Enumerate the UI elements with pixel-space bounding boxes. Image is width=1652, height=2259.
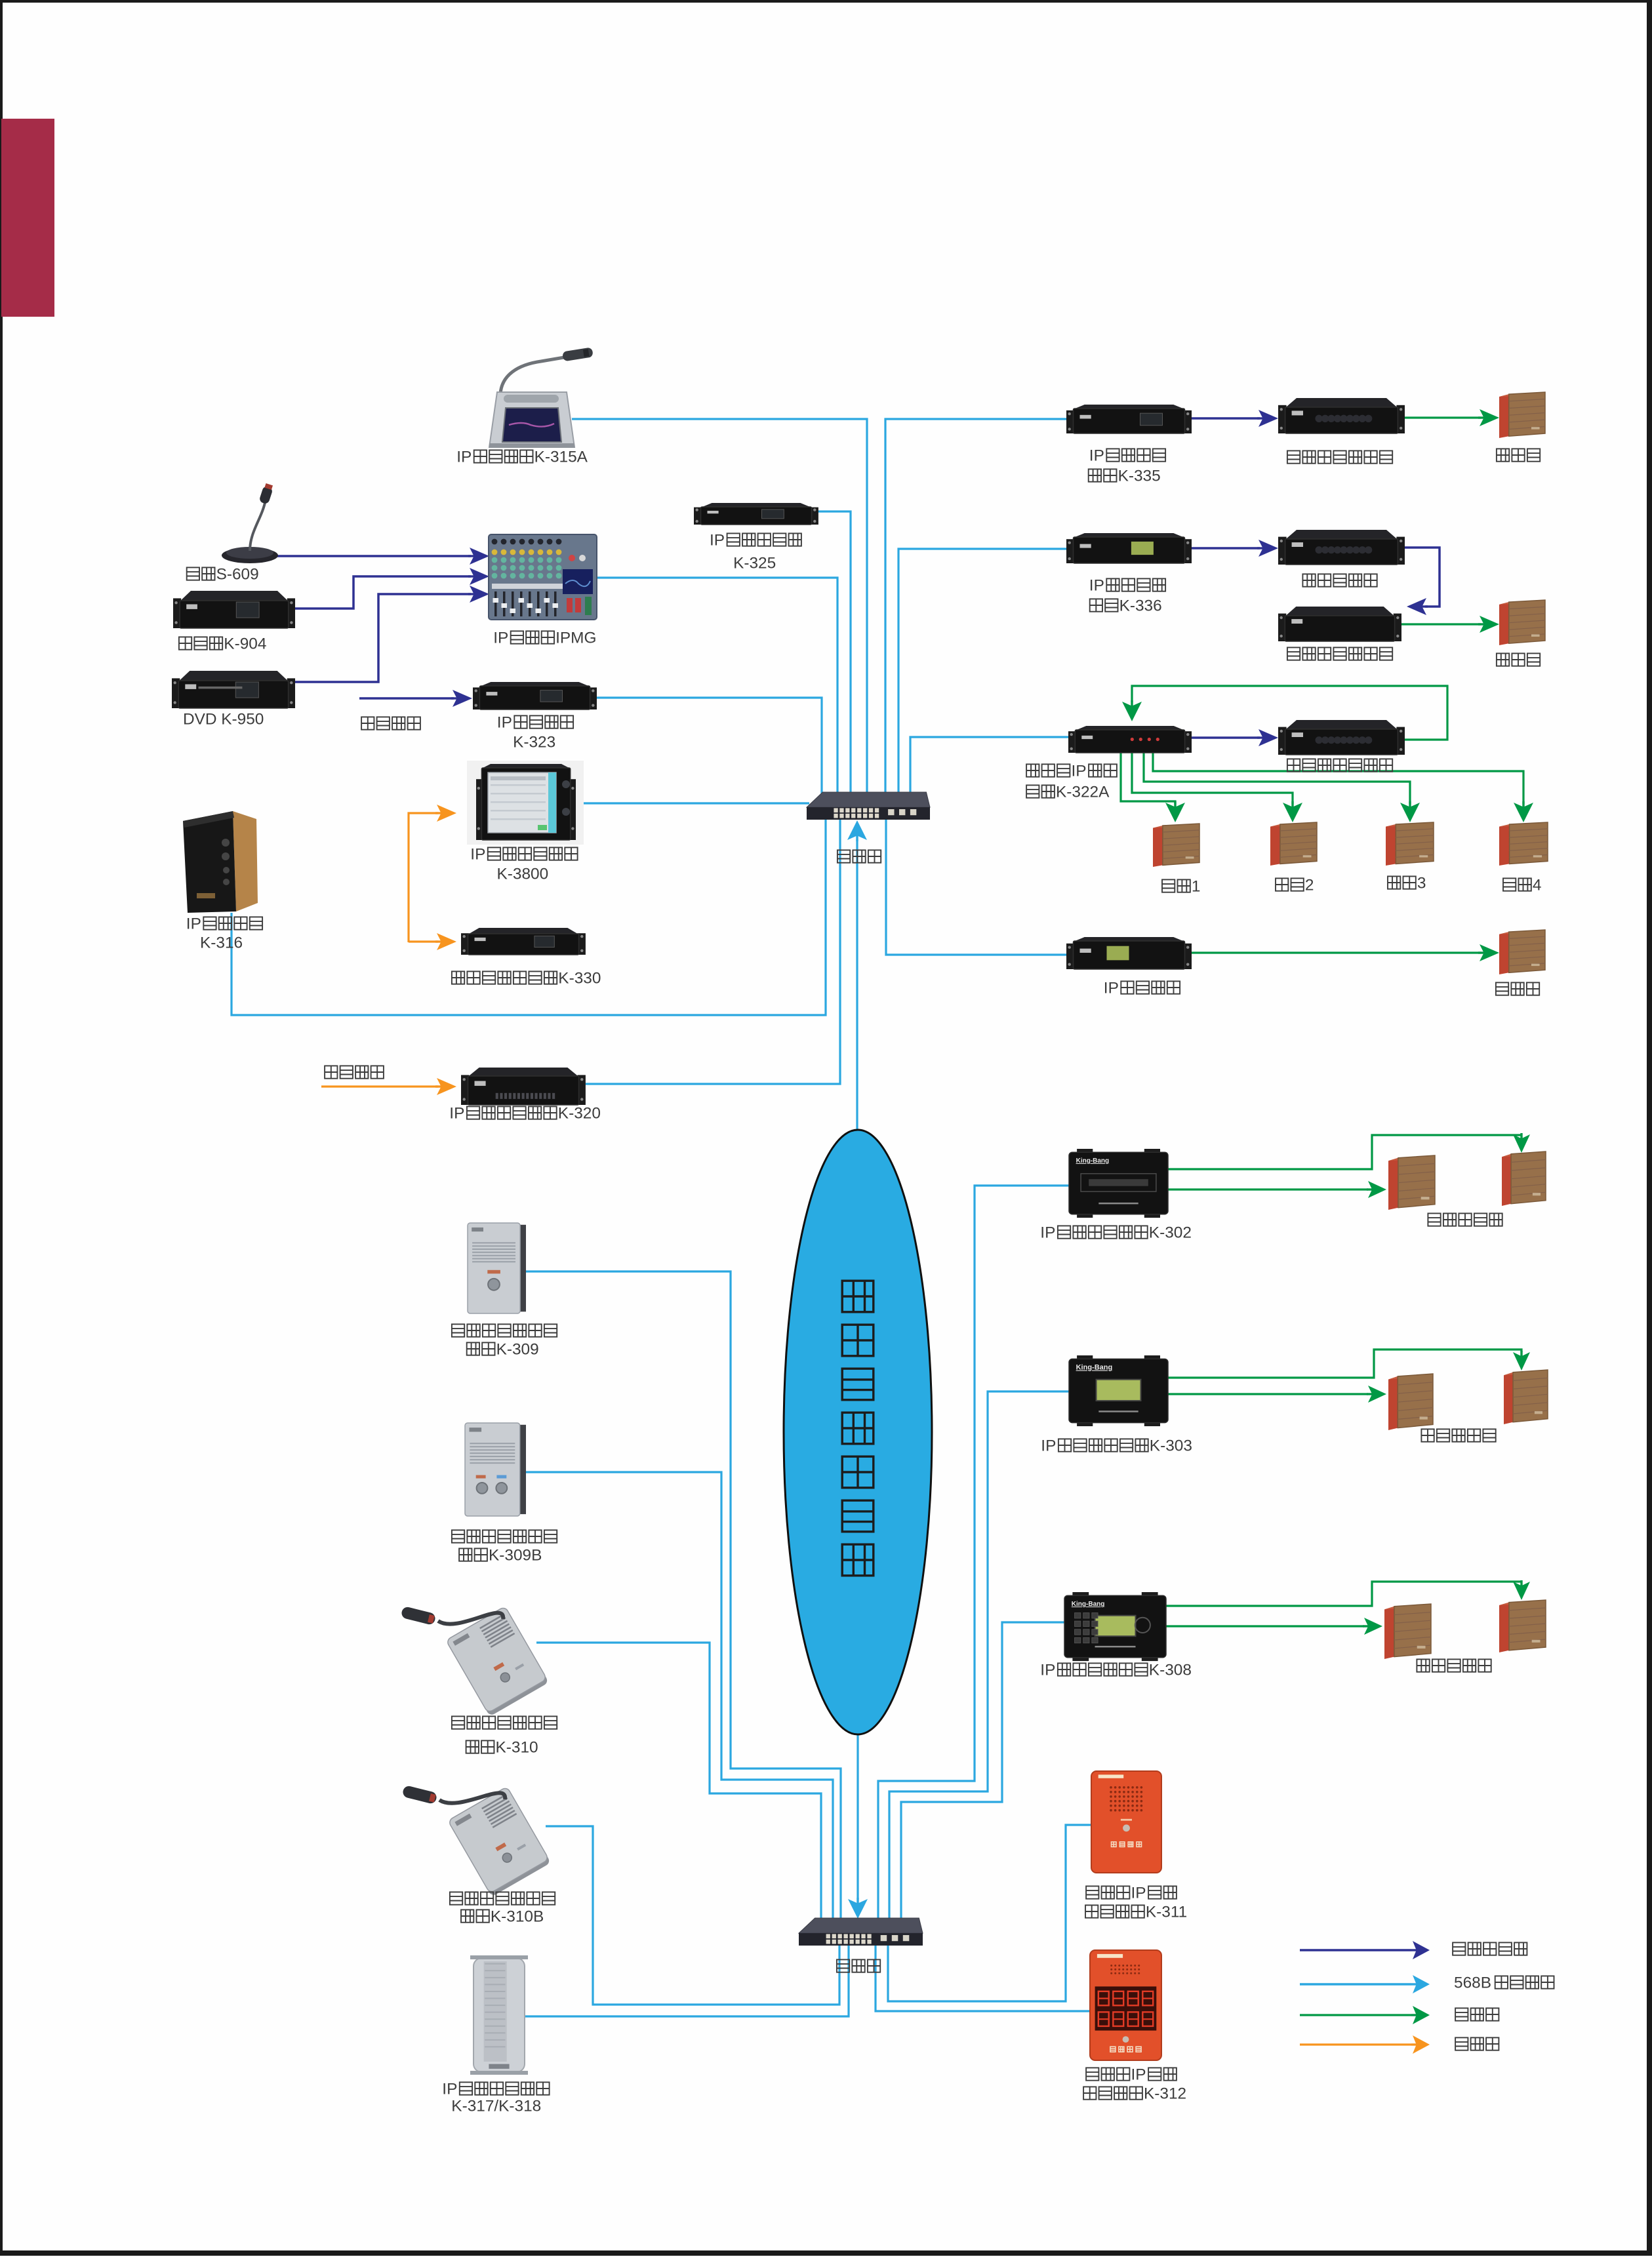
- svg-text:K-904: K-904: [224, 635, 266, 652]
- svg-text:K-312: K-312: [1144, 2085, 1186, 2102]
- svg-text:IP: IP: [442, 2080, 457, 2098]
- svg-text:K-303: K-303: [1150, 1437, 1192, 1454]
- svg-text:568B: 568B: [1454, 1974, 1491, 1991]
- svg-text:K-322A: K-322A: [1056, 783, 1110, 801]
- svg-text:King-Bang: King-Bang: [1076, 1364, 1113, 1372]
- svg-text:2: 2: [1305, 876, 1314, 894]
- svg-text:S-609: S-609: [216, 565, 259, 583]
- svg-text:IP: IP: [1041, 1437, 1056, 1454]
- svg-text:K-317/K-318: K-317/K-318: [451, 2097, 541, 2115]
- svg-text:IP: IP: [1089, 576, 1104, 594]
- svg-text:IP: IP: [470, 845, 485, 863]
- svg-text:K-308: K-308: [1149, 1661, 1192, 1679]
- svg-text:K-309: K-309: [496, 1340, 539, 1358]
- svg-text:IP: IP: [1089, 447, 1104, 464]
- svg-text:IPMG: IPMG: [555, 629, 596, 647]
- svg-text:IP: IP: [1040, 1224, 1055, 1241]
- svg-text:K-320: K-320: [558, 1104, 601, 1122]
- svg-text:IP: IP: [449, 1104, 464, 1122]
- svg-text:K-310: K-310: [496, 1738, 538, 1756]
- svg-text:K-316: K-316: [200, 934, 243, 951]
- svg-text:K-315A: K-315A: [534, 448, 588, 466]
- svg-text:IP: IP: [186, 915, 201, 932]
- svg-text:K-309B: K-309B: [489, 1546, 542, 1564]
- svg-text:IP: IP: [710, 531, 725, 549]
- svg-text:K-302: K-302: [1149, 1224, 1192, 1241]
- svg-text:3: 3: [1417, 874, 1426, 892]
- svg-text:IP: IP: [1072, 762, 1087, 780]
- svg-text:K-336: K-336: [1119, 597, 1162, 614]
- svg-text:King-Bang: King-Bang: [1072, 1601, 1105, 1608]
- svg-text:K-335: K-335: [1118, 467, 1161, 485]
- svg-text:K-310B: K-310B: [491, 1908, 544, 1925]
- svg-text:IP: IP: [497, 713, 512, 731]
- svg-text:King-Bang: King-Bang: [1076, 1157, 1110, 1165]
- svg-text:K-330: K-330: [558, 969, 601, 987]
- svg-text:1: 1: [1192, 877, 1201, 895]
- svg-text:IP: IP: [1131, 2066, 1146, 2083]
- svg-text:IP: IP: [493, 629, 508, 647]
- svg-text:K-311: K-311: [1146, 1903, 1187, 1921]
- svg-text:4: 4: [1533, 876, 1542, 894]
- svg-text:K-325: K-325: [733, 554, 776, 572]
- svg-text:IP: IP: [1131, 1884, 1146, 1902]
- svg-text:K-323: K-323: [513, 733, 555, 751]
- svg-text:K-3800: K-3800: [497, 865, 549, 883]
- svg-text:DVD K-950: DVD K-950: [183, 710, 264, 728]
- svg-text:IP: IP: [1104, 979, 1119, 997]
- svg-text:IP: IP: [456, 448, 472, 466]
- svg-text:IP: IP: [1040, 1661, 1055, 1679]
